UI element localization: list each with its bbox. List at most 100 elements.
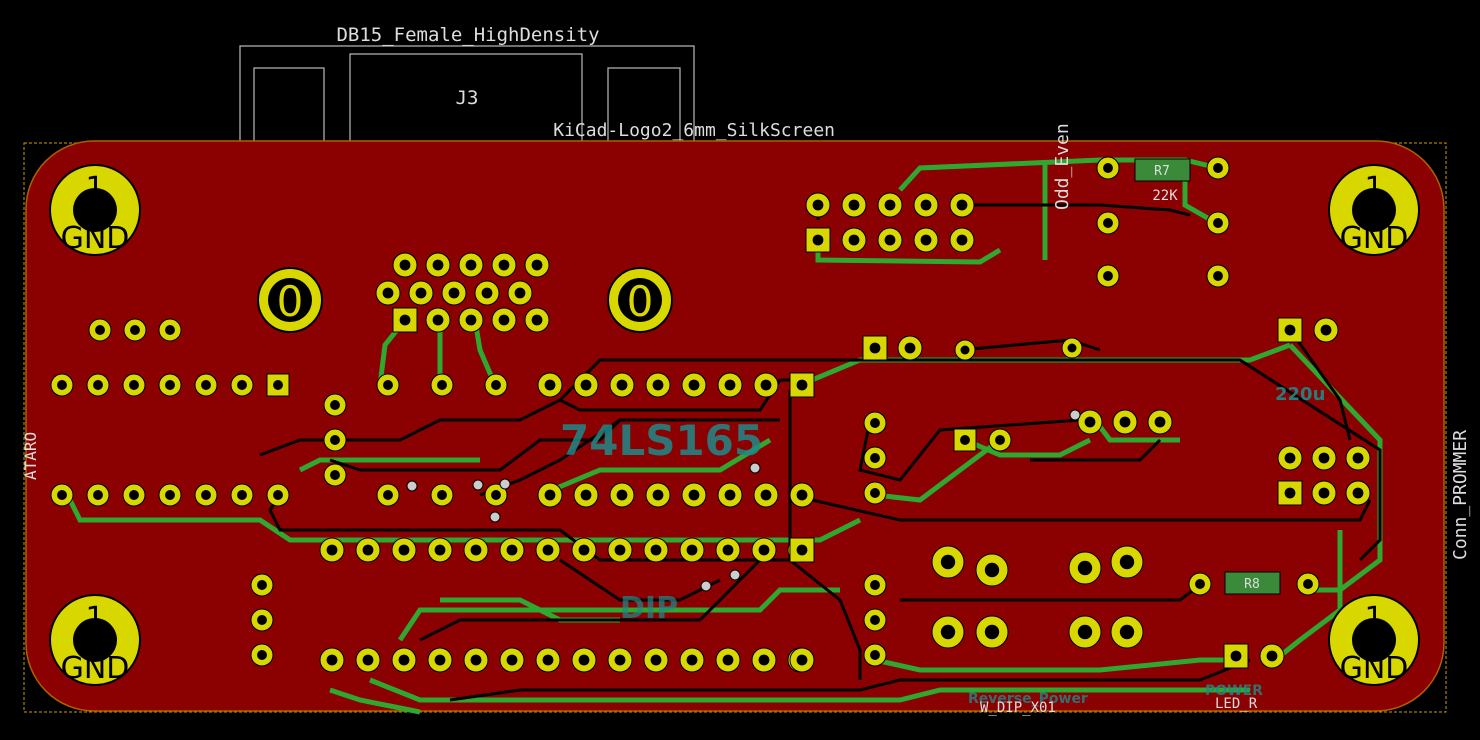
db15-pin[interactable]	[458, 307, 484, 333]
dip-pin[interactable]	[122, 373, 146, 397]
dip-pin[interactable]	[158, 373, 182, 397]
switch-pin[interactable]	[1068, 615, 1102, 649]
dip-pin[interactable]	[86, 373, 110, 397]
prommer-pin[interactable]	[1277, 480, 1303, 506]
header-pin[interactable]	[949, 227, 975, 253]
connector-pin[interactable]	[123, 318, 147, 342]
ic-pin[interactable]	[753, 482, 779, 508]
resistor-pin[interactable]	[376, 373, 400, 397]
switch-pin[interactable]	[975, 553, 1009, 587]
pin[interactable]	[953, 428, 977, 452]
resistor-pin[interactable]	[1096, 156, 1120, 180]
ic-pin[interactable]	[679, 537, 705, 563]
db15-pin[interactable]	[507, 280, 533, 306]
ic-pin[interactable]	[535, 537, 561, 563]
pin[interactable]	[1061, 337, 1083, 359]
pin[interactable]	[988, 428, 1012, 452]
pin[interactable]	[250, 643, 274, 667]
resistor-pin[interactable]	[484, 483, 508, 507]
ic-pin[interactable]	[319, 647, 345, 673]
db15-mount-right[interactable]: 0	[607, 267, 673, 333]
ic-pin[interactable]	[355, 647, 381, 673]
pin[interactable]	[863, 643, 887, 667]
db15-pin[interactable]	[441, 280, 467, 306]
ic-pin[interactable]	[427, 537, 453, 563]
switch-pin[interactable]	[1110, 545, 1144, 579]
switch-pin[interactable]	[1068, 551, 1102, 585]
ic-pin[interactable]	[717, 482, 743, 508]
ic-pin[interactable]	[607, 647, 633, 673]
mount-hole-top-left[interactable]: 1 GND	[49, 164, 141, 256]
header-pin[interactable]	[805, 192, 831, 218]
header-pin[interactable]	[877, 192, 903, 218]
resistor-pin[interactable]	[484, 373, 508, 397]
resistor-pin[interactable]	[1096, 211, 1120, 235]
pin[interactable]	[897, 335, 923, 361]
db15-mount-left[interactable]: 0	[257, 267, 323, 333]
db15-pin[interactable]	[425, 252, 451, 278]
ic-pin[interactable]	[537, 372, 563, 398]
header-pin[interactable]	[841, 192, 867, 218]
header-pin[interactable]	[913, 227, 939, 253]
dip-pin[interactable]	[266, 483, 290, 507]
ic-pin[interactable]	[609, 482, 635, 508]
connector-pin[interactable]	[88, 318, 112, 342]
mount-hole-top-right[interactable]: 1 GND	[1328, 164, 1420, 256]
ic-pin[interactable]	[391, 537, 417, 563]
ic-pin[interactable]	[717, 372, 743, 398]
mount-hole-bottom-left[interactable]: 1 GND	[49, 594, 141, 686]
led-pin[interactable]	[1259, 643, 1285, 669]
ic-pin[interactable]	[607, 537, 633, 563]
db15-pin[interactable]	[375, 280, 401, 306]
ic-pin[interactable]	[753, 372, 779, 398]
db15-pin[interactable]	[524, 307, 550, 333]
prommer-pin[interactable]	[1277, 445, 1303, 471]
dip-pin[interactable]	[158, 483, 182, 507]
pin[interactable]	[954, 339, 976, 361]
ic-pin[interactable]	[679, 647, 705, 673]
db15-pin[interactable]	[491, 252, 517, 278]
resistor-pin[interactable]	[1188, 572, 1212, 596]
pin[interactable]	[863, 608, 887, 632]
prommer-pin[interactable]	[1311, 445, 1337, 471]
db15-pin[interactable]	[458, 252, 484, 278]
switch-pin[interactable]	[931, 615, 965, 649]
resistor-pin[interactable]	[430, 483, 454, 507]
pin[interactable]	[1313, 317, 1339, 343]
header-pin[interactable]	[805, 227, 831, 253]
ic-pin[interactable]	[499, 647, 525, 673]
header-pin[interactable]	[913, 192, 939, 218]
switch-pin[interactable]	[1110, 615, 1144, 649]
pin[interactable]	[323, 463, 347, 487]
dip-pin[interactable]	[50, 373, 74, 397]
pin[interactable]	[863, 446, 887, 470]
resistor-pin[interactable]	[430, 373, 454, 397]
resistor-pin[interactable]	[1206, 156, 1230, 180]
db15-pin[interactable]	[408, 280, 434, 306]
led-pin[interactable]	[1223, 643, 1249, 669]
ic-pin[interactable]	[319, 537, 345, 563]
header-pin[interactable]	[949, 192, 975, 218]
ic-pin[interactable]	[571, 537, 597, 563]
ic-pin[interactable]	[463, 537, 489, 563]
ic-pin[interactable]	[681, 372, 707, 398]
db15-pin[interactable]	[524, 252, 550, 278]
mount-hole-bottom-right[interactable]: 1 GND	[1328, 594, 1420, 686]
db15-pin[interactable]	[474, 280, 500, 306]
prommer-pin[interactable]	[1345, 480, 1371, 506]
pin[interactable]	[1112, 409, 1138, 435]
ic-pin[interactable]	[643, 537, 669, 563]
resistor-pin[interactable]	[1296, 572, 1320, 596]
ic-pin[interactable]	[789, 372, 815, 398]
resistor-pin[interactable]	[376, 483, 400, 507]
ic-pin[interactable]	[789, 647, 815, 673]
resistor-pin[interactable]	[1096, 264, 1120, 288]
ic-pin[interactable]	[391, 647, 417, 673]
connector-pin[interactable]	[158, 318, 182, 342]
pin[interactable]	[1277, 317, 1303, 343]
ic-pin[interactable]	[645, 482, 671, 508]
ic-pin[interactable]	[499, 537, 525, 563]
pin[interactable]	[863, 573, 887, 597]
db15-pin[interactable]	[392, 252, 418, 278]
